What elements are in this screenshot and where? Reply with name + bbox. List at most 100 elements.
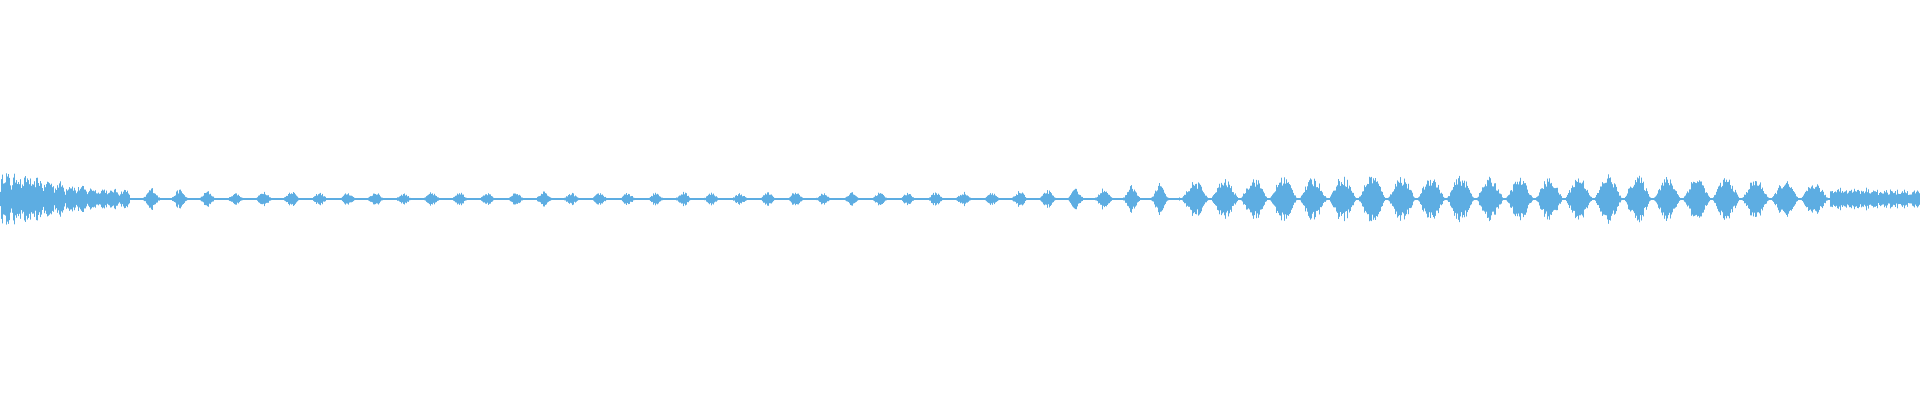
waveform-sample [961, 195, 962, 203]
waveform-sample [1233, 192, 1234, 206]
waveform-sample [505, 198, 506, 200]
waveform-sample [457, 193, 458, 205]
waveform-sample [256, 197, 257, 200]
waveform-sample [1470, 192, 1471, 206]
waveform-sample [959, 196, 960, 202]
waveform-sample [1724, 178, 1725, 220]
waveform-sample [1268, 198, 1269, 200]
waveform-sample [1625, 196, 1626, 202]
waveform-sample [1873, 190, 1874, 208]
waveform-sample [648, 198, 649, 200]
waveform-sample [1178, 198, 1179, 200]
waveform-sample [277, 198, 278, 200]
waveform-sample [1862, 191, 1863, 207]
waveform-sample [1245, 193, 1246, 205]
waveform-sample [665, 198, 666, 200]
waveform-sample [1298, 198, 1299, 200]
waveform-sample [1542, 188, 1543, 210]
waveform-sample [908, 194, 909, 204]
waveform-sample [844, 198, 845, 200]
waveform-sample [888, 198, 889, 200]
waveform-sample [201, 196, 202, 202]
waveform-sample [947, 198, 948, 200]
waveform-sample [1834, 192, 1835, 206]
waveform-sample [1180, 198, 1181, 200]
waveform-sample [343, 195, 344, 203]
waveform-sample [746, 197, 747, 201]
waveform-sample [305, 198, 306, 200]
waveform-sample [1514, 183, 1515, 215]
waveform-sample [511, 196, 512, 202]
waveform-sample [1214, 194, 1215, 204]
waveform-sample [386, 198, 387, 200]
waveform-sample [1555, 188, 1556, 210]
waveform-sample [1315, 180, 1316, 218]
waveform-sample [459, 193, 460, 205]
waveform-sample [1593, 198, 1594, 200]
waveform-sample [904, 194, 905, 204]
waveform-sample [362, 198, 363, 200]
waveform-sample [1037, 198, 1038, 200]
waveform-sample [585, 198, 586, 200]
waveform-sample [1129, 189, 1130, 209]
waveform-sample [734, 197, 735, 201]
waveform-sample [802, 197, 803, 201]
waveform-sample [953, 198, 954, 200]
waveform-sample [1718, 186, 1719, 212]
waveform-sample [1894, 192, 1895, 206]
waveform-sample [1444, 197, 1445, 201]
waveform-sample [1817, 184, 1818, 214]
waveform-sample [882, 193, 883, 204]
waveform-sample [141, 198, 142, 200]
waveform-sample [855, 195, 856, 203]
waveform-sample [1347, 179, 1348, 219]
waveform-sample [1809, 187, 1810, 211]
waveform-sample [1819, 188, 1820, 210]
waveform-sample [940, 196, 941, 202]
waveform-sample [1848, 192, 1849, 206]
waveform-sample [1472, 196, 1473, 202]
waveform-sample [366, 198, 367, 200]
waveform-sample [453, 197, 454, 201]
waveform-sample [11, 189, 12, 209]
waveform-sample [1692, 183, 1693, 215]
waveform-sample [914, 198, 915, 200]
waveform-sample [580, 198, 581, 200]
waveform-sample [1829, 198, 1830, 200]
waveform-sample [1740, 198, 1741, 200]
waveform-sample [944, 198, 945, 200]
waveform-sample [105, 192, 106, 206]
waveform-sample [1638, 178, 1639, 220]
waveform-sample [1105, 191, 1106, 206]
waveform-sample [1511, 190, 1512, 208]
waveform-sample [1345, 186, 1346, 212]
waveform-sample [378, 193, 379, 205]
waveform-sample [1852, 192, 1853, 206]
waveform-sample [1300, 197, 1301, 201]
waveform-sample [720, 198, 721, 200]
waveform-sample [1383, 195, 1384, 203]
waveform-sample [1647, 191, 1648, 207]
waveform-sample [828, 196, 829, 202]
waveform-sample [1768, 197, 1769, 201]
waveform-sample [1890, 189, 1891, 209]
waveform-sample [1036, 198, 1037, 200]
waveform-sample [1319, 183, 1320, 215]
waveform-sample [205, 193, 206, 206]
waveform-sample [1043, 193, 1044, 205]
waveform-sample [1299, 198, 1300, 200]
waveform-sample [1588, 192, 1589, 206]
waveform-sample [31, 185, 32, 213]
waveform-sample [1175, 198, 1176, 200]
waveform-sample [198, 198, 199, 200]
waveform-sample [1905, 192, 1906, 206]
waveform-sample [333, 198, 334, 200]
waveform-sample [1210, 198, 1211, 200]
waveform-sample [121, 191, 122, 207]
waveform-sample [120, 194, 121, 204]
waveform-sample [357, 198, 358, 200]
waveform-sample [12, 185, 13, 213]
waveform-sample [1449, 196, 1450, 202]
waveform-sample [1059, 198, 1060, 200]
